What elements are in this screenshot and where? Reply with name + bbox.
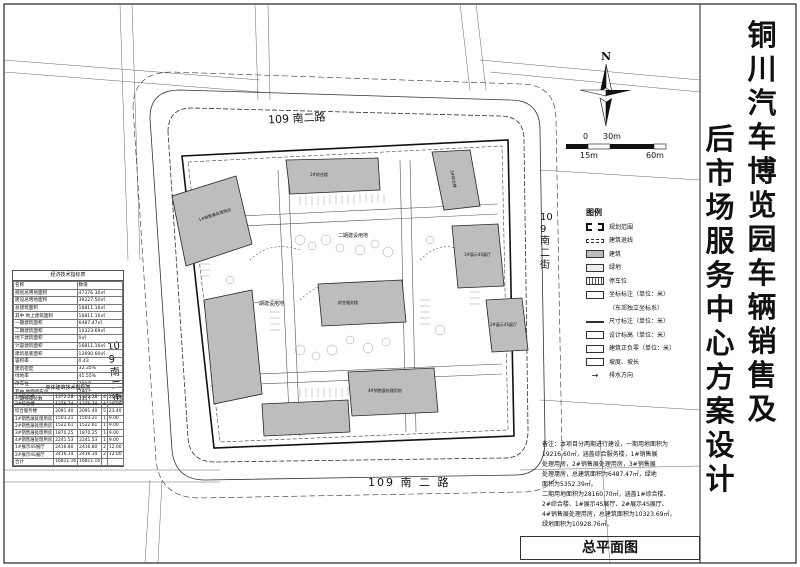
road-label-top: 109 南二路 (267, 110, 326, 127)
drawing-title: 总平面图 (520, 536, 700, 560)
site-boundary (181, 139, 515, 449)
dimension-swatch-icon (586, 320, 604, 323)
elevation-swatch-icon (586, 331, 604, 340)
landscape-trees (225, 234, 446, 361)
legend-item: 建筑退线 (586, 234, 694, 248)
table-header-row: 名称数值 (13, 281, 124, 290)
legend: 图例 规划范围 建筑退线 建筑 绿地 停车位 坐标标注（单位：米） （东郊独立坐… (586, 206, 694, 383)
legend-item: 坡度、坡长 (586, 356, 694, 370)
note-line: 处理用房，总建筑面积为6487.47㎡，绿地 (542, 471, 657, 478)
building-southwest (261, 399, 351, 437)
drainage-arrow-icon: → (591, 370, 599, 380)
road-label-bottom: 109 南 二 路 (368, 476, 451, 489)
building-label: 二期建设用地 (338, 233, 369, 239)
table-caption: 经济技术指标表 (13, 271, 123, 281)
legend-heading: 图例 (586, 208, 602, 217)
building-north-center (285, 157, 381, 195)
building-label: 一期建设用地 (254, 301, 285, 307)
legend-item: 尺寸标注（单位：米） (586, 315, 694, 329)
building-east-upper (451, 223, 505, 289)
building-northeast (431, 149, 481, 211)
building-west (203, 289, 263, 405)
note-line: 备注：本项目分两期进行建设，一期用地面积为 (542, 441, 669, 448)
coordinate-swatch-icon (586, 290, 604, 299)
green-swatch-icon (586, 263, 604, 272)
note-line: 2#综合楼、1#展示4S展厅、2#展示4S展厅、 (542, 501, 668, 508)
legend-item: 规划范围 (586, 221, 694, 235)
table-caption: 单体建筑技术指标表 (13, 384, 123, 393)
building-east-lower (485, 297, 529, 353)
building-label: 2#展示4S展厅 (490, 322, 517, 327)
scale-tick-15m: 15m (580, 151, 598, 160)
note-line: 处理用房，2#销售展处理用房，3#销售展 (542, 461, 656, 468)
note-line: 19216.60㎡，涵盖综合服务楼，1#销售展 (542, 451, 658, 458)
legend-item: 绿地 (586, 261, 694, 275)
parking-swatch-icon (586, 277, 604, 286)
road-ring (132, 71, 563, 499)
road-label-right: 109 南二街 (540, 212, 553, 271)
scale-bar (566, 143, 667, 150)
scale-tick-60m: 60m (646, 151, 664, 160)
legend-item: （东郊独立坐标系） (609, 304, 664, 312)
scale-tick-0: 0 (583, 132, 589, 141)
note-line: 面积为5352.39㎡。 (542, 481, 597, 488)
legend-item: 设计标高（单位：米） (586, 329, 694, 343)
building-label: 1#展示4S展厅 (464, 252, 491, 257)
building-label: 4#销售展处理用房 (368, 388, 402, 393)
note-line: 4#销售展处理用房，总建筑面积为10323.69㎡， (542, 511, 676, 518)
zero-level-swatch-icon (586, 344, 604, 353)
legend-item: 停车位 (586, 275, 694, 289)
building-south-center (347, 367, 439, 417)
note-line: 绿地面积为10928.76㎡。 (542, 521, 613, 528)
slope-swatch-icon (586, 358, 604, 367)
building-swatch-icon (586, 250, 604, 259)
building-center (317, 279, 407, 327)
note-line: 二期用地面积为28160.70㎡，涵盖1#综合楼、 (542, 491, 670, 498)
building-label: 综合服务楼 (338, 300, 358, 305)
project-title-line-1: 铜川汽车博览园车辆销售及 (747, 18, 777, 426)
legend-item: 建筑 (586, 248, 694, 262)
building-northwest (171, 175, 253, 267)
legend-item: 建筑正负零（单位：米） (586, 342, 694, 356)
boundary-swatch-icon (586, 223, 604, 232)
legend-item: 坐标标注（单位：米） (586, 288, 694, 302)
context-street-lines (3, 3, 701, 564)
setback-swatch-icon (586, 238, 604, 243)
compass-label: N (601, 50, 612, 63)
legend-item: →排水方向 (586, 369, 694, 383)
building-label: 2#综合楼 (310, 172, 328, 177)
project-notes: 备注：本项目分两期进行建设，一期用地面积为 19216.60㎡，涵盖综合服务楼，… (542, 440, 702, 530)
scale-tick-30m: 30m (603, 132, 621, 141)
project-title-line-2: 后市场服务中心方案设计 (705, 122, 735, 496)
north-arrow-icon (579, 63, 632, 127)
